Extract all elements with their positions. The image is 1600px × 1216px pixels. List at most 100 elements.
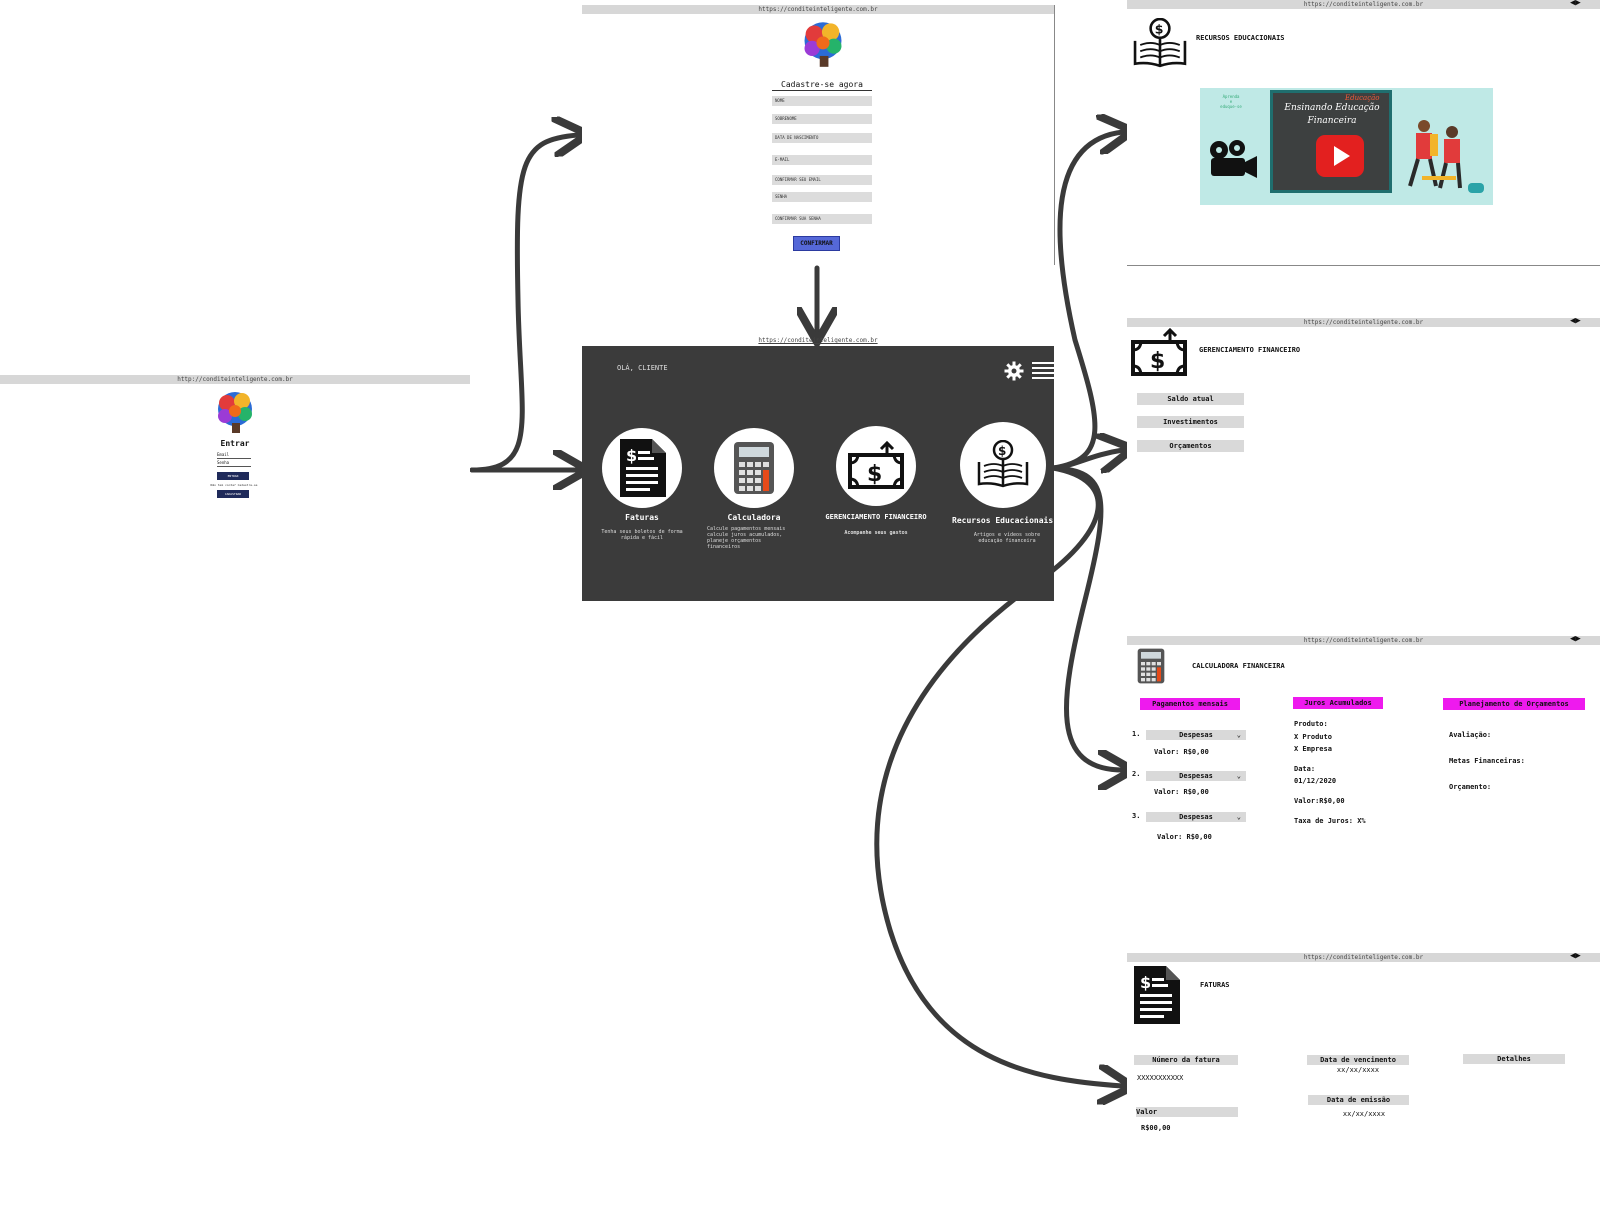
- data-label: Data:: [1294, 765, 1316, 773]
- login-screen: http://conditeinteligente.com.br Entrar …: [0, 375, 470, 535]
- detalhes-button[interactable]: Detalhes: [1463, 1054, 1565, 1064]
- signup-title: Cadastre-se agora: [772, 80, 872, 91]
- select-label: Despesas: [1179, 731, 1213, 739]
- calculator-icon: [1137, 648, 1165, 684]
- valor-value: R$00,00: [1141, 1124, 1171, 1132]
- signup-field-senha[interactable]: SENHA: [772, 192, 872, 202]
- svg-text:$: $: [1155, 22, 1164, 37]
- login-signup-button[interactable]: CADASTRAR: [217, 490, 249, 498]
- chevron-down-icon: ⌄: [1236, 813, 1241, 821]
- empresa-value: X Empresa: [1294, 745, 1332, 753]
- numero-fatura-label: Número da fatura: [1134, 1055, 1238, 1065]
- dashboard-faturas-desc: Tenha seus boletos de forma rápida e fác…: [601, 529, 683, 541]
- login-title: Entrar: [220, 439, 250, 448]
- dashboard-screen: OLÁ, CLIENTE $ Faturas Tenha seus boleto…: [582, 346, 1054, 601]
- brain-logo-icon: [804, 22, 842, 67]
- numero-fatura-value: XXXXXXXXXXX: [1137, 1074, 1184, 1082]
- dashboard-faturas-button[interactable]: $: [602, 428, 682, 508]
- data-emissao-value: xx/xx/xxxx: [1342, 1110, 1386, 1118]
- orcamento-label: Orçamento:: [1449, 783, 1492, 791]
- chevron-down-icon: ⌄: [1236, 772, 1241, 780]
- dashboard-calculadora-button[interactable]: [714, 428, 794, 508]
- recursos-url-bar: https://conditeinteligente.com.br: [1127, 0, 1600, 9]
- people-illustration-icon: [1408, 120, 1462, 189]
- signup-field-sobrenome[interactable]: SOBRENOME: [772, 114, 872, 124]
- login-password-field[interactable]: Senha: [217, 460, 251, 467]
- login-signup-link[interactable]: Não tem conta? Cadastre-se: [210, 483, 258, 487]
- dashboard-recursos-desc: Artigos e vídeos sobre educação financei…: [973, 532, 1041, 544]
- video-thumbnail[interactable]: Aprenda e eduque-se Educação Ensinando E…: [1200, 88, 1493, 205]
- saldo-atual-button[interactable]: Saldo atual: [1137, 393, 1244, 405]
- produto-label: Produto:: [1294, 720, 1328, 728]
- money-growth-icon: $: [1131, 328, 1187, 376]
- svg-text:$: $: [1140, 973, 1151, 992]
- faturas-screen: https://conditeinteligente.com.br ◀▶ $ F…: [1127, 951, 1600, 1143]
- svg-text:$: $: [1150, 349, 1165, 374]
- row1-value: Valor: R$0,00: [1154, 748, 1209, 756]
- play-button-icon[interactable]: [1316, 135, 1364, 177]
- login-email-field[interactable]: Email: [217, 452, 251, 459]
- dashboard-greeting: OLÁ, CLIENTE: [617, 364, 668, 372]
- nav-arrows-icon[interactable]: ◀▶: [1570, 634, 1581, 644]
- nav-arrows-icon[interactable]: ◀▶: [1570, 316, 1581, 326]
- invoice-icon: $: [1134, 966, 1180, 1024]
- arrow-login-to-cadastro: [469, 135, 578, 473]
- dashboard-recursos-title: Recursos Educacionais: [952, 516, 1054, 525]
- signup-url-bar: https://conditeinteligente.com.br: [582, 5, 1054, 14]
- gerenciamento-title: GERENCIAMENTO FINANCEIRO: [1199, 346, 1301, 354]
- arrow-dashboard-to-recursos: [1050, 132, 1123, 471]
- hamburger-menu-icon[interactable]: [1032, 361, 1054, 379]
- dashboard-recursos-button[interactable]: $: [960, 422, 1046, 508]
- pagamentos-mensais-header: Pagamentos mensais: [1140, 698, 1240, 710]
- calculadora-screen: https://conditeinteligente.com.br ◀▶ CAL…: [1127, 634, 1600, 856]
- row3-despesas-select[interactable]: Despesas ⌄: [1146, 812, 1246, 822]
- login-url-bar: http://conditeinteligente.com.br: [0, 375, 470, 384]
- select-label: Despesas: [1179, 772, 1213, 780]
- signup-field-nascimento[interactable]: DATA DE NASCIMENTO: [772, 133, 872, 143]
- video-tag: Educação: [1345, 94, 1380, 102]
- row2-number: 2.: [1132, 770, 1141, 778]
- signup-field-confirm-senha[interactable]: CONFIRMAR SUA SENHA: [772, 214, 872, 224]
- taxa-juros: Taxa de Juros: X%: [1294, 817, 1366, 825]
- gear-icon[interactable]: [1004, 361, 1024, 381]
- dashboard-calculadora-title: Calculadora: [727, 513, 781, 522]
- row3-value: Valor: R$0,00: [1157, 833, 1212, 841]
- svg-text:$: $: [626, 446, 637, 465]
- row1-despesas-select[interactable]: Despesas⌄: [1146, 730, 1246, 740]
- row2-despesas-select[interactable]: Despesas ⌄: [1146, 771, 1246, 781]
- dashboard-faturas-title: Faturas: [625, 513, 659, 522]
- brain-logo-icon: [218, 392, 252, 433]
- avaliacao-label: Avaliação:: [1449, 731, 1492, 739]
- dashboard-gerenciamento-title: GERENCIAMENTO FINANCEIRO: [825, 513, 927, 521]
- toy-decoration: [1468, 183, 1484, 193]
- produto-value: X Produto: [1294, 733, 1332, 741]
- book-dollar-icon: $: [1133, 18, 1187, 68]
- select-label: Despesas: [1179, 813, 1213, 821]
- video-side-text: Aprenda e eduque-se: [1220, 94, 1242, 109]
- gerenciamento-screen: https://conditeinteligente.com.br ◀▶ $ G…: [1127, 316, 1600, 468]
- signup-confirm-button[interactable]: CONFIRMAR: [793, 236, 840, 251]
- arrow-dashboard-to-faturas: [874, 465, 1123, 1086]
- money-growth-icon: $: [848, 441, 904, 489]
- recursos-title: RECURSOS EDUCACIONAIS: [1196, 34, 1285, 42]
- signup-field-email[interactable]: E-MAIL: [772, 155, 872, 165]
- investimentos-button[interactable]: Investimentos: [1137, 416, 1244, 428]
- login-enter-button[interactable]: ENTRAR: [217, 472, 249, 480]
- dashboard-gerenciamento-button[interactable]: $: [836, 426, 916, 506]
- nav-arrows-icon[interactable]: ◀▶: [1570, 951, 1581, 961]
- data-value: 01/12/2020: [1294, 777, 1337, 785]
- row3-number: 3.: [1132, 812, 1141, 820]
- recursos-screen: https://conditeinteligente.com.br ◀▶ $ R…: [1127, 0, 1600, 266]
- arrow-dashboard-to-calculadora: [1050, 465, 1123, 770]
- orcamentos-button[interactable]: Orçamentos: [1137, 440, 1244, 452]
- valor-label: Valor: [1136, 1107, 1238, 1117]
- invoice-icon: $: [620, 439, 666, 497]
- signup-field-confirm-email[interactable]: CONFIRMAR SEU EMAIL: [772, 175, 872, 185]
- signup-field-nome[interactable]: NOME: [772, 96, 872, 106]
- juros-valor: Valor:R$0,00: [1294, 797, 1345, 805]
- dashboard-gerenciamento-desc: Acompanhe seus gastos: [844, 530, 908, 536]
- signup-screen: https://conditeinteligente.com.br Cadast…: [582, 5, 1055, 265]
- nav-arrows-icon[interactable]: ◀▶: [1570, 0, 1581, 8]
- gerenciamento-url-bar: https://conditeinteligente.com.br: [1127, 318, 1600, 327]
